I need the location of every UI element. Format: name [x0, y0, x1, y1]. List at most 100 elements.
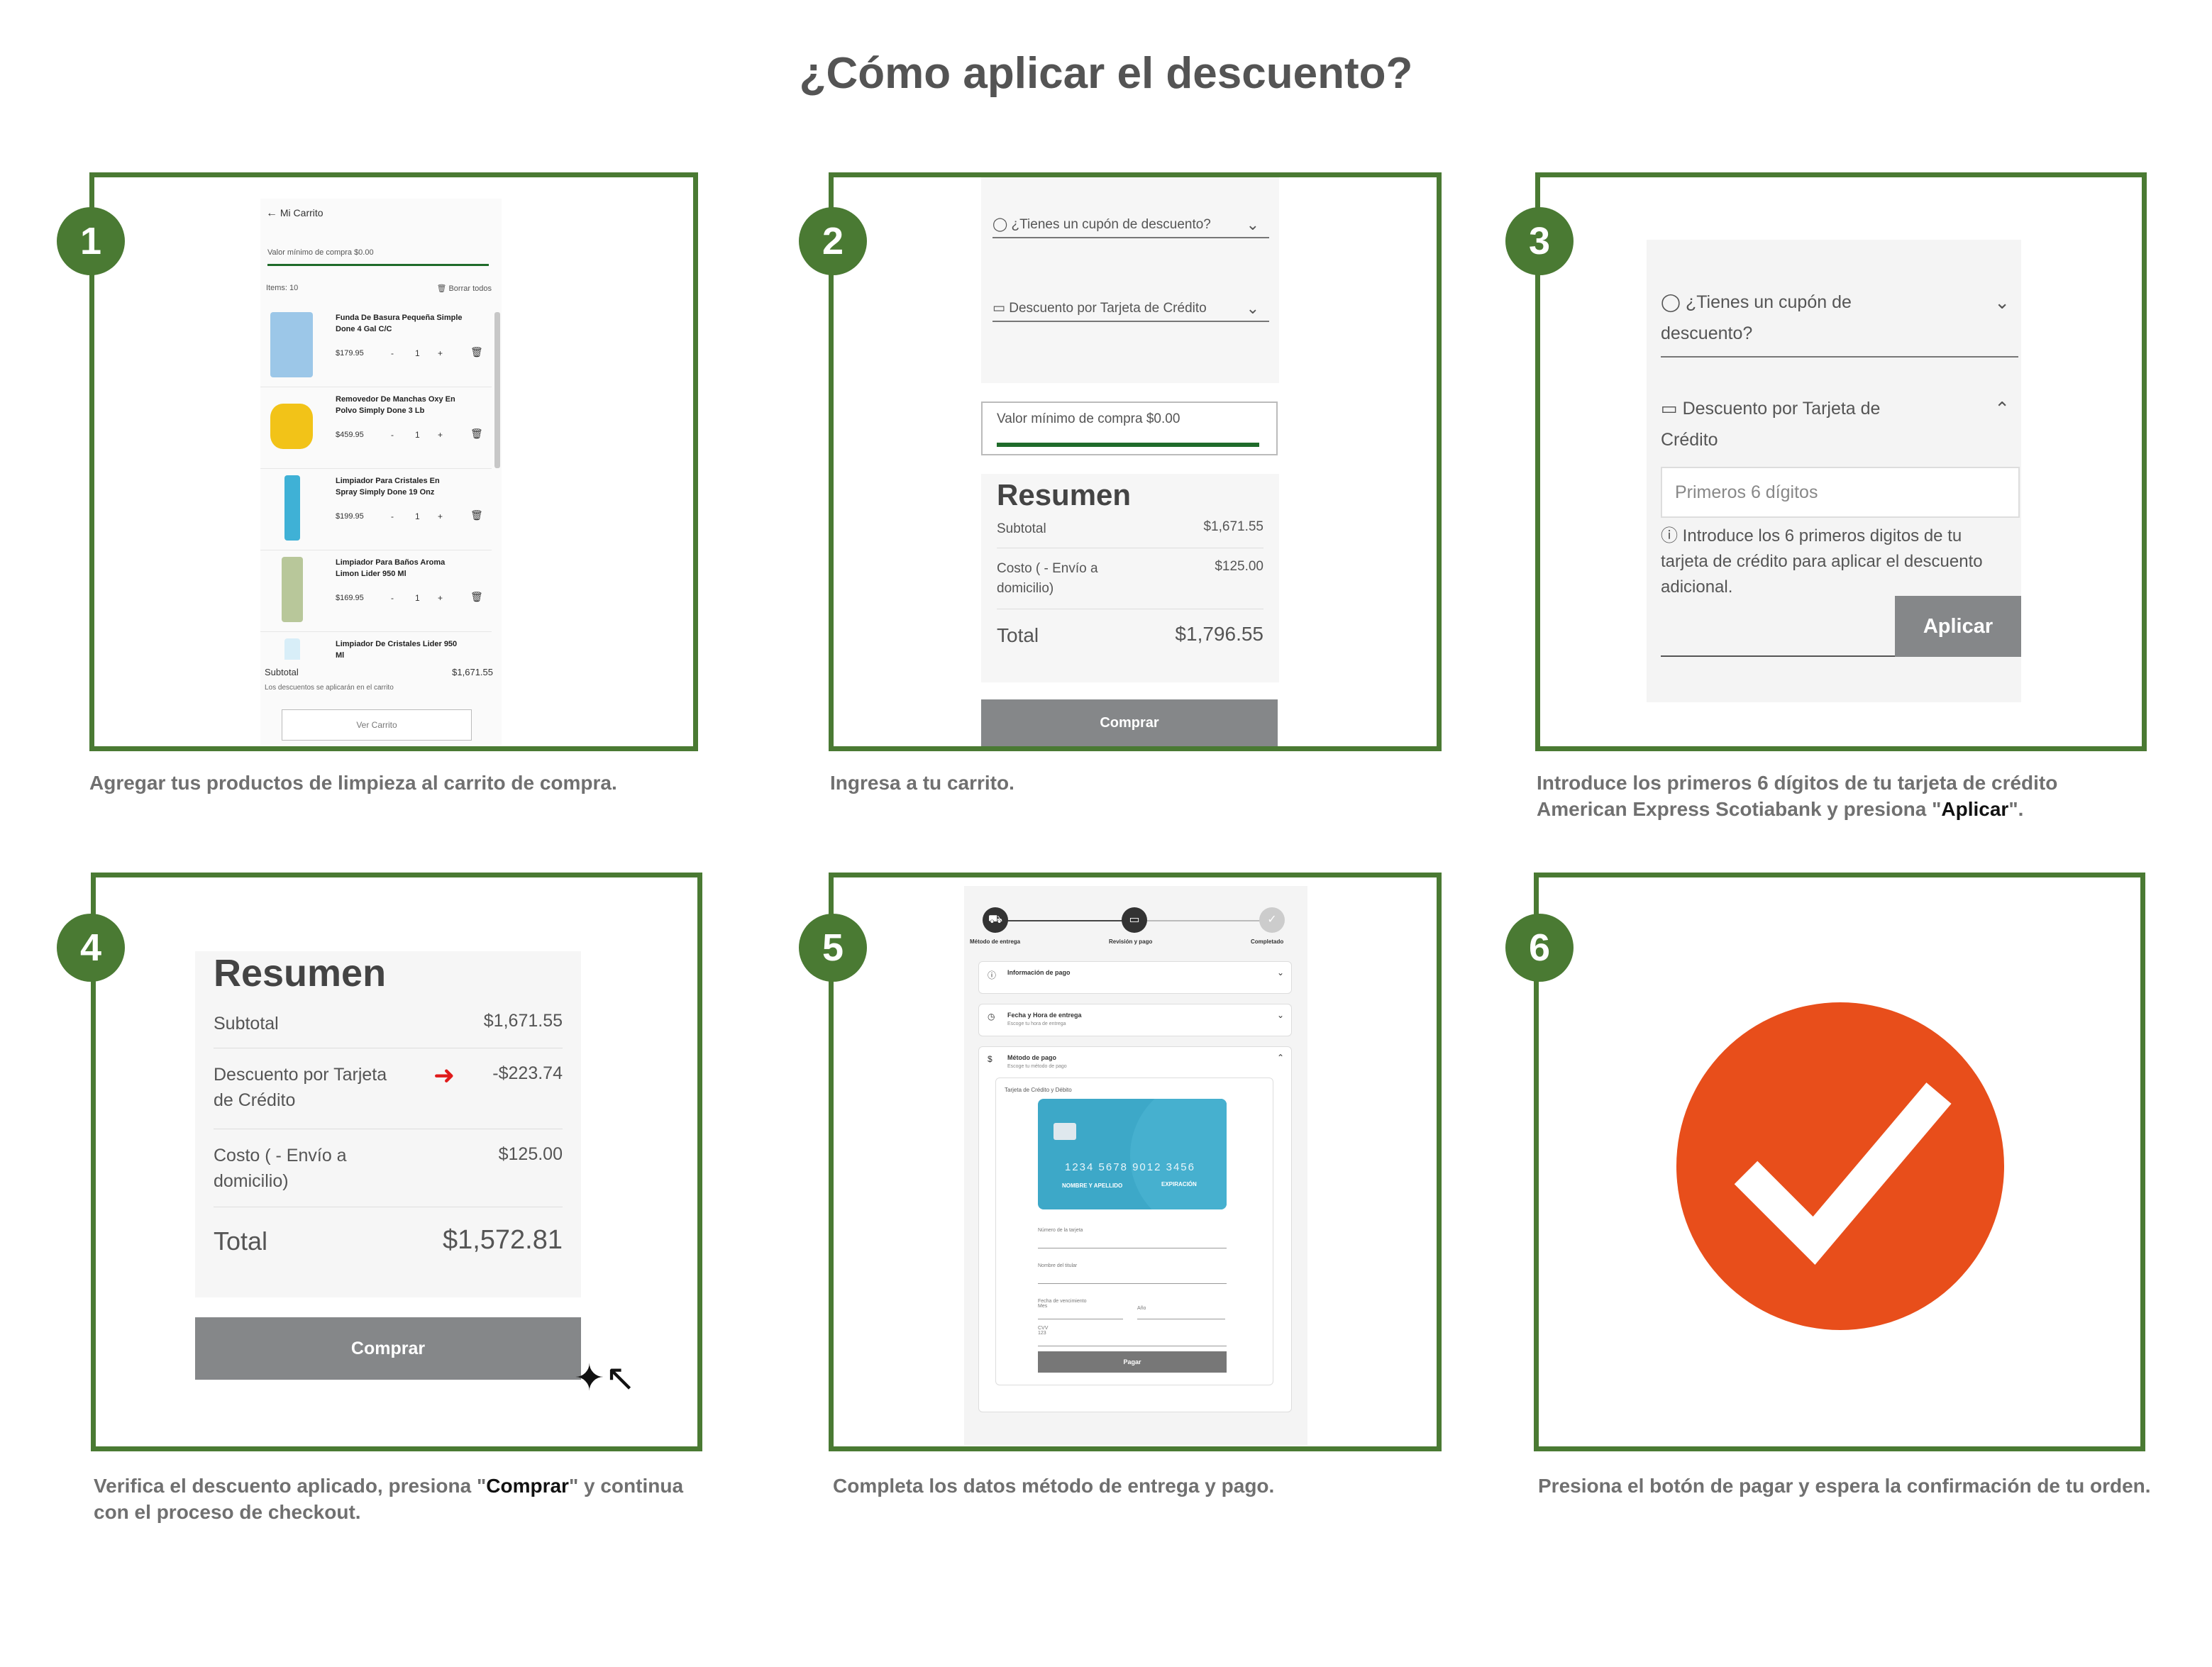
arrow-left-icon[interactable]: ← — [266, 207, 277, 219]
cvv-field[interactable]: CVV 123 — [1038, 1326, 1227, 1346]
coupon-label-2: descuento? — [1661, 323, 1753, 343]
subtotal-value: $1,671.55 — [1203, 519, 1263, 534]
exp-label: Fecha de vencimiento — [1038, 1299, 1087, 1304]
page-title: ¿Cómo aplicar el descuento? — [799, 49, 1413, 98]
trash-icon[interactable]: 🗑 — [470, 591, 483, 602]
pay-button[interactable]: Pagar — [1038, 1351, 1227, 1373]
step-badge-6: 6 — [1505, 914, 1574, 982]
quantity-value: 1 — [415, 593, 420, 603]
chevron-down-icon: ⌄ — [1246, 299, 1259, 317]
minus-button[interactable]: - — [391, 348, 394, 358]
step-badge-3: 3 — [1505, 207, 1574, 275]
credit-card-icon: ▭ — [1661, 399, 1678, 419]
delivery-date-accordion[interactable]: ◷ Fecha y Hora de entrega Escoge tu hora… — [978, 1004, 1292, 1036]
discount-label-2: de Crédito — [214, 1090, 296, 1110]
discount-value: -$223.74 — [492, 1063, 563, 1083]
cart-title: Mi Carrito — [280, 207, 323, 218]
step-3-caption: Introduce los primeros 6 dígitos de tu t… — [1537, 770, 2057, 822]
credit-card-preview: 1234 5678 9012 3456 NOMBRE Y APELLIDO EX… — [1038, 1099, 1227, 1209]
quantity-value: 1 — [415, 511, 420, 521]
step-6-frame — [1534, 873, 2145, 1451]
trash-icon[interactable]: 🗑 — [470, 428, 483, 439]
product-price: $199.95 — [336, 512, 364, 521]
discount-note: Los descuentos se aplicarán en el carrit… — [265, 684, 394, 692]
discount-label-1: Descuento por Tarjeta — [214, 1065, 387, 1085]
cart-item-list[interactable]: Funda De Basura Pequeña Simple Done 4 Ga… — [260, 305, 492, 660]
step-3-caption-line1: Introduce los primeros 6 dígitos de tu t… — [1537, 772, 2058, 794]
product-price: $179.95 — [336, 349, 364, 358]
check-icon — [1734, 1082, 1952, 1265]
card-discount-accordion[interactable]: ▭ Descuento por Tarjeta de Crédito ⌃ — [1661, 393, 2018, 455]
product-image — [270, 404, 313, 449]
product-image — [284, 475, 300, 541]
progress-line — [995, 920, 1134, 921]
step-badge-2: 2 — [799, 207, 867, 275]
product-image — [282, 557, 303, 622]
tag-icon: ◯ — [992, 217, 1008, 232]
month-value: Mes — [1038, 1304, 1048, 1309]
trash-icon[interactable]: 🗑 — [470, 509, 483, 521]
coupon-accordion[interactable]: ◯ ¿Tienes un cupón de descuento? ⌄ — [992, 213, 1269, 238]
exp-month-select[interactable]: Fecha de vencimiento Mes — [1038, 1299, 1123, 1319]
trash-icon[interactable]: 🗑 — [470, 346, 483, 358]
minus-button[interactable]: - — [391, 430, 394, 440]
step-delivery-label: Método de entrega — [970, 938, 1021, 945]
shipping-label: Costo ( - Envío a domicilio) — [997, 561, 1098, 596]
card-number-field[interactable]: Número de la tarjeta — [1038, 1228, 1227, 1248]
card-discount-form: ◯ ¿Tienes un cupón de descuento? ⌄ ▭ Des… — [1647, 240, 2021, 702]
summary-box: Resumen Subtotal $1,671.55 Costo ( - Env… — [981, 474, 1279, 682]
cvv-placeholder: 123 — [1038, 1331, 1046, 1336]
step-4-caption: Verifica el descuento aplicado, presiona… — [94, 1473, 683, 1525]
card-discount-accordion[interactable]: ▭ Descuento por Tarjeta de Crédito ⌄ — [992, 297, 1269, 322]
minus-button[interactable]: - — [391, 593, 394, 603]
clear-all-button[interactable]: 🗑 Borrar todos — [436, 284, 492, 293]
coupon-accordion[interactable]: ◯ ¿Tienes un cupón de descuento? ⌄ — [1661, 287, 2018, 349]
arrow-right-icon: ➜ — [433, 1060, 455, 1090]
discount-label: Descuento por Tarjeta de Crédito — [214, 1062, 387, 1113]
step-6-caption: Presiona el botón de pagar y espera la c… — [1538, 1475, 2151, 1497]
plus-button[interactable]: + — [438, 593, 443, 603]
cart-header: ← Mi Carrito — [266, 207, 323, 220]
subtotal-label: Subtotal — [265, 667, 299, 677]
card-digits-input[interactable]: Primeros 6 dígitos — [1661, 467, 2020, 518]
scrollbar[interactable] — [494, 312, 500, 468]
step-5-frame: ⛟ ▭ ✓ Método de entrega Revisión y pago … — [829, 873, 1442, 1451]
min-purchase-text: Valor mínimo de compra $0.00 — [267, 248, 374, 257]
progress-line — [1134, 920, 1273, 921]
step-4-caption-bold: Comprar — [486, 1475, 569, 1497]
subtotal-label: Subtotal — [997, 521, 1046, 536]
view-cart-button[interactable]: Ver Carrito — [282, 709, 472, 741]
shipping-value: $125.00 — [1215, 559, 1263, 574]
apply-button[interactable]: Aplicar — [1895, 596, 2021, 657]
exp-year-select[interactable]: Año — [1137, 1306, 1225, 1319]
minus-button[interactable]: - — [391, 511, 394, 521]
plus-button[interactable]: + — [438, 430, 443, 440]
buy-button[interactable]: Comprar — [981, 699, 1278, 746]
card-discount-label: Descuento por Tarjeta de Crédito — [1009, 301, 1207, 316]
plus-button[interactable]: + — [438, 511, 443, 521]
cart-item: Limpiador Para Cristales En Spray Simply… — [260, 468, 492, 550]
product-price: $459.95 — [336, 431, 364, 439]
truck-icon: ⛟ — [983, 907, 1008, 933]
step-badge-1: 1 — [57, 207, 125, 275]
plus-button[interactable]: + — [438, 348, 443, 358]
card-chip-icon — [1054, 1123, 1076, 1140]
shipping-label-1: Costo ( - Envío a — [214, 1146, 347, 1165]
card-holder: NOMBRE Y APELLIDO — [1062, 1183, 1123, 1189]
chevron-up-icon[interactable]: ⌃ — [1276, 1053, 1284, 1063]
step-3-caption-bold: Aplicar — [1941, 798, 2009, 820]
payment-info-accordion[interactable]: ⓘ Información de pago ⌄ — [978, 961, 1292, 994]
step-5-caption: Completa los datos método de entrega y p… — [833, 1475, 1275, 1497]
delivery-date-sub: Escoge tu hora de entrega — [1007, 1021, 1066, 1026]
shipping-value: $125.00 — [498, 1144, 563, 1164]
delivery-date-label: Fecha y Hora de entrega — [1007, 1012, 1082, 1019]
card-name-field[interactable]: Nombre del titular — [1038, 1263, 1227, 1284]
step-3-caption-pre: American Express Scotiabank y presiona " — [1537, 798, 1942, 820]
buy-button[interactable]: Comprar — [195, 1317, 581, 1380]
coupon-label: ¿Tienes un cupón de descuento? — [1011, 217, 1211, 232]
trash-icon: 🗑 — [436, 284, 447, 293]
product-image — [284, 638, 300, 660]
chevron-down-icon: ⌄ — [1246, 216, 1259, 233]
step-3-frame: ◯ ¿Tienes un cupón de descuento? ⌄ ▭ Des… — [1535, 172, 2147, 751]
total-value: $1,796.55 — [1175, 623, 1263, 645]
